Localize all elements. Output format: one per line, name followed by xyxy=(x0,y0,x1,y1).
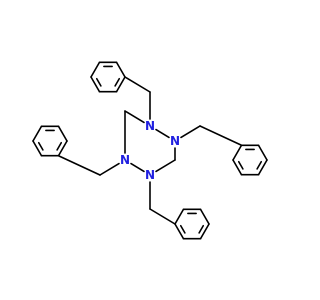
phenyl-ring-bottom-bond-4 xyxy=(174,208,185,225)
phenyl-ring-left-bond-4 xyxy=(32,125,43,142)
phenyl-ring-right-bond-1 xyxy=(257,159,268,176)
nitrogen-atom-label-3: N xyxy=(120,153,130,167)
phenyl-ring-left-double-bond-1 xyxy=(56,141,63,151)
phenyl-ring-right-double-bond-3 xyxy=(237,160,244,170)
phenyl-ring-left-bond-6 xyxy=(57,125,68,142)
phenyl-ring-bottom-bond-6 xyxy=(199,208,210,225)
ring-bond-n1-n2 xyxy=(155,128,170,139)
phenyl-ring-top-double-bond-1 xyxy=(114,77,121,87)
ring-bond-n1-c xyxy=(124,110,145,124)
phenyl-ring-right-double-bond-1 xyxy=(256,160,263,170)
phenyl-ring-bottom-bond-1 xyxy=(199,223,210,240)
ring-bond-c-n4 xyxy=(155,159,176,173)
phenyl-ring-top-bond-1 xyxy=(115,76,126,93)
bond-ch2-phenyl-bottom xyxy=(149,208,176,225)
bond-ch2-phenyl-left xyxy=(57,154,101,176)
phenyl-ring-right-bond-4 xyxy=(232,144,243,161)
phenyl-ring-top-bond-4 xyxy=(90,61,101,78)
nitrogen-atom-label-2: N xyxy=(170,134,180,148)
phenyl-ring-left-bond-3 xyxy=(32,140,43,157)
phenyl-ring-bottom-double-bond-3 xyxy=(179,224,186,234)
bond-ch2-phenyl-right xyxy=(199,125,243,147)
atom-labels-group: N N N N xyxy=(120,119,180,182)
bonds-group xyxy=(32,61,268,240)
nitrogen-atom-label-4: N xyxy=(145,168,155,182)
phenyl-ring-top-bond-6 xyxy=(115,61,126,78)
phenyl-ring-top-double-bond-3 xyxy=(95,77,102,87)
bond-n3-ch2 xyxy=(99,162,120,176)
phenyl-ring-right-bond-6 xyxy=(257,144,268,161)
phenyl-ring-right-bond-3 xyxy=(232,159,243,176)
phenyl-ring-bottom-double-bond-1 xyxy=(198,224,205,234)
molecule-structure-diagram: N N N N xyxy=(32,61,268,240)
bond-n2-ch2 xyxy=(180,125,201,139)
phenyl-ring-top-bond-3 xyxy=(90,76,101,93)
bond-ch2-phenyl-top xyxy=(124,76,151,93)
phenyl-ring-left-double-bond-3 xyxy=(37,141,44,151)
nitrogen-atom-label-1: N xyxy=(145,119,155,133)
phenyl-ring-bottom-bond-3 xyxy=(174,223,185,240)
phenyl-ring-left-bond-1 xyxy=(57,140,68,157)
ring-bond-n3-n4 xyxy=(130,162,145,173)
